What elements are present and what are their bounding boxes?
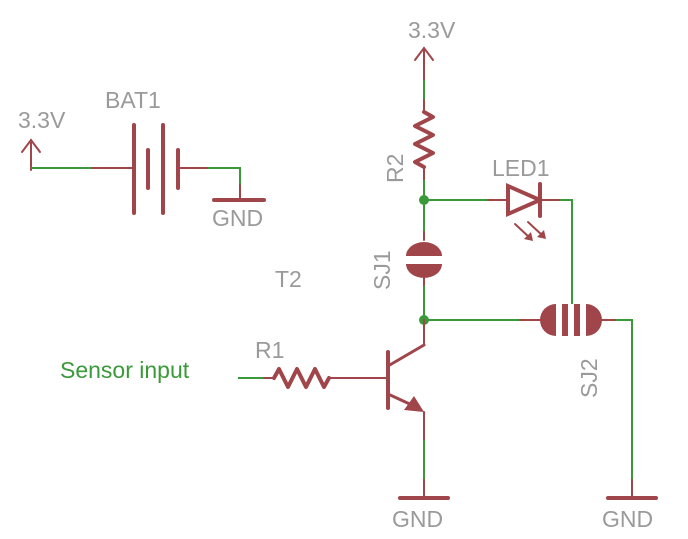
sensor-input-label: Sensor input xyxy=(60,357,190,383)
jumper-sj2-label: SJ2 xyxy=(576,358,602,398)
jumper-sj1-label: SJ1 xyxy=(369,250,395,290)
led-symbol-icon xyxy=(506,182,546,241)
ground-symbol-right-icon xyxy=(606,479,658,500)
solder-jumper-sj1-icon xyxy=(406,242,442,278)
battery-symbol-icon xyxy=(132,123,180,215)
supply-label-left: 3.3V xyxy=(18,107,66,133)
gnd-label-right: GND xyxy=(602,506,653,532)
supply-arrow-left-icon xyxy=(21,138,41,171)
resistor-r1: R1 xyxy=(238,337,389,389)
jumper-sj2: SJ2 GND xyxy=(424,304,658,532)
battery-label: BAT1 xyxy=(105,87,161,113)
led-circuit: LED1 xyxy=(424,155,573,304)
transistor-t2: GND xyxy=(386,319,450,532)
npn-transistor-icon xyxy=(386,343,426,412)
ground-symbol-battery-icon xyxy=(212,184,266,202)
resistor-r1-icon xyxy=(272,367,331,389)
supply-label-top: 3.3V xyxy=(408,17,456,43)
resistor-r1-label: R1 xyxy=(255,337,284,363)
solder-jumper-sj2-icon xyxy=(540,304,602,336)
resistor-r2: R2 xyxy=(382,99,435,183)
supply-top: 3.3V xyxy=(408,17,456,100)
gnd-label-transistor: GND xyxy=(392,506,443,532)
gnd-label-battery: GND xyxy=(212,205,263,231)
jumper-sj1: SJ1 xyxy=(369,200,442,290)
resistor-r2-icon xyxy=(413,110,435,169)
battery-circuit: 3.3V BAT1 GND xyxy=(18,87,266,231)
wire-battery-minus xyxy=(208,167,241,198)
ground-symbol-transistor-icon xyxy=(398,479,450,500)
resistor-r2-label: R2 xyxy=(382,154,408,183)
transistor-label: T2 xyxy=(275,266,302,292)
led-label: LED1 xyxy=(492,155,550,181)
supply-arrow-top-icon xyxy=(414,46,434,81)
